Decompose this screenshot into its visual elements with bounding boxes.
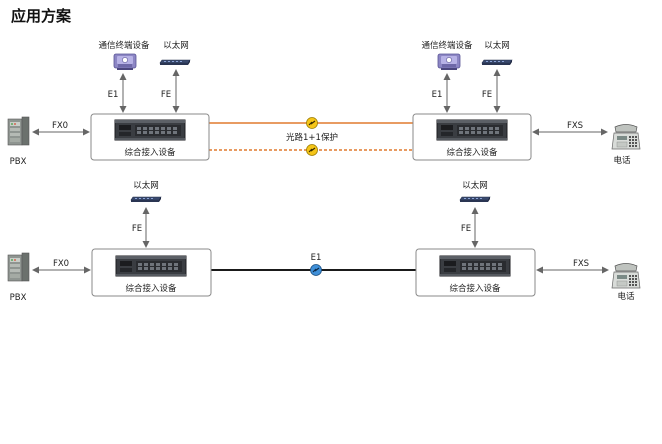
ethernet-label: 以太网 bbox=[462, 180, 488, 191]
fe-label: FE bbox=[461, 224, 471, 234]
page-title: 应用方案 bbox=[11, 7, 72, 25]
communication-terminal-icon bbox=[437, 53, 461, 71]
fe-label: FE bbox=[161, 90, 171, 100]
telephone-icon bbox=[611, 124, 641, 150]
protection-label: 光路1+1保护 bbox=[286, 132, 338, 143]
ethernet-label: 以太网 bbox=[484, 40, 510, 51]
ethernet-switch-icon bbox=[130, 196, 162, 203]
rack-device-icon bbox=[439, 255, 511, 277]
e1-link-label: E1 bbox=[311, 253, 322, 263]
rack-device-icon bbox=[115, 255, 187, 277]
telephone-icon bbox=[611, 263, 641, 289]
pbx-cabinet-icon bbox=[7, 252, 30, 282]
fx0-label: FX0 bbox=[53, 259, 69, 269]
ethernet-switch-icon bbox=[159, 59, 191, 66]
terminal-label: 通信终端设备 bbox=[98, 40, 150, 51]
ethernet-label: 以太网 bbox=[133, 180, 159, 191]
rack-device-icon bbox=[436, 119, 508, 141]
access-device-label: 综合接入设备 bbox=[446, 147, 498, 158]
phone-label: 电话 bbox=[617, 291, 635, 302]
e1-label: E1 bbox=[432, 90, 443, 100]
e1-connector-icon bbox=[310, 264, 322, 276]
fiber-connector-icon bbox=[306, 117, 318, 129]
ethernet-switch-icon bbox=[481, 59, 513, 66]
rack-device-icon bbox=[114, 119, 186, 141]
pbx-label: PBX bbox=[10, 157, 27, 167]
pbx-label: PBX bbox=[10, 293, 27, 303]
fxs-label: FXS bbox=[567, 121, 583, 131]
ethernet-label: 以太网 bbox=[163, 40, 189, 51]
phone-label: 电话 bbox=[613, 155, 631, 166]
ethernet-switch-icon bbox=[459, 196, 491, 203]
access-device-label: 综合接入设备 bbox=[125, 283, 177, 294]
communication-terminal-icon bbox=[113, 53, 137, 71]
fx0-label: FX0 bbox=[52, 121, 68, 131]
fiber-connector-icon bbox=[306, 144, 318, 156]
access-device-label: 综合接入设备 bbox=[124, 147, 176, 158]
fxs-label: FXS bbox=[573, 259, 589, 269]
pbx-cabinet-icon bbox=[7, 116, 30, 146]
e1-label: E1 bbox=[108, 90, 119, 100]
access-device-label: 综合接入设备 bbox=[449, 283, 501, 294]
fe-label: FE bbox=[132, 224, 142, 234]
fe-label: FE bbox=[482, 90, 492, 100]
terminal-label: 通信终端设备 bbox=[421, 40, 473, 51]
